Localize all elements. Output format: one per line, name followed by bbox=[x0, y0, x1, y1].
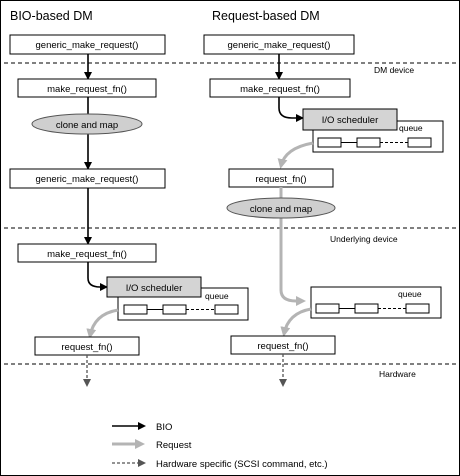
req-queue-bottom-label: queue bbox=[398, 289, 422, 299]
bio-queue-slot-2 bbox=[162, 304, 187, 315]
bio-queue-slot-3 bbox=[214, 304, 239, 315]
legend-hardware-label: Hardware specific (SCSI command, etc.) bbox=[156, 459, 328, 470]
req-queue-top-slot-1 bbox=[317, 137, 342, 148]
req-queue-bottom-slot-2 bbox=[354, 303, 379, 314]
req-request-arrow-2 bbox=[279, 187, 306, 306]
req-arrow-2 bbox=[278, 97, 304, 122]
legend-request-label: Request bbox=[156, 440, 192, 451]
req-clone-map-ellipse bbox=[226, 197, 336, 219]
header-bio-based: BIO-based DM bbox=[10, 9, 93, 23]
req-queue-bottom-slot-1 bbox=[315, 303, 340, 314]
layer-label-underlying-device: Underlying device bbox=[330, 234, 398, 244]
bio-arrow-4 bbox=[87, 262, 108, 291]
bio-queue-slot-1 bbox=[123, 304, 148, 315]
bio-mrf-top-label: make_request_fn() bbox=[47, 84, 127, 95]
req-mrf-top-label: make_request_fn() bbox=[240, 84, 320, 95]
bio-clone-map-ellipse bbox=[31, 113, 143, 135]
req-request-arrow-3 bbox=[280, 307, 312, 337]
req-queue-top-label: queue bbox=[399, 123, 423, 133]
bio-queue-label: queue bbox=[205, 291, 229, 301]
req-clone-map-label: clone and map bbox=[250, 204, 312, 215]
req-io-scheduler-box bbox=[302, 108, 398, 131]
bio-clone-map-label: clone and map bbox=[56, 120, 118, 131]
bio-mrf-bottom-label: make_request_fn() bbox=[47, 249, 127, 260]
req-mrf-top-box bbox=[209, 78, 351, 98]
bio-gmr-top-label: generic_make_request() bbox=[36, 40, 139, 51]
bio-mrf-top-box bbox=[17, 78, 157, 98]
layer-label-hardware: Hardware bbox=[379, 369, 416, 379]
req-queue-bottom-slot-3 bbox=[405, 303, 430, 314]
req-io-scheduler-label: I/O scheduler bbox=[322, 115, 379, 126]
layer-label-dm-device: DM device bbox=[374, 65, 414, 75]
bio-request-fn-label: request_fn() bbox=[61, 342, 112, 353]
bio-gmr-mid-label: generic_make_request() bbox=[36, 174, 139, 185]
req-queue-top-slot-3 bbox=[407, 137, 432, 148]
bio-io-scheduler-box bbox=[106, 276, 202, 298]
req-request-fn-bottom-label: request_fn() bbox=[257, 341, 308, 352]
req-request-fn-top-label: request_fn() bbox=[255, 174, 306, 185]
bio-mrf-bottom-box bbox=[17, 243, 157, 263]
req-gmr-top-label: generic_make_request() bbox=[228, 40, 331, 51]
req-request-arrow-1 bbox=[277, 141, 314, 169]
legend-bio-label: BIO bbox=[156, 422, 172, 433]
bio-io-scheduler-label: I/O scheduler bbox=[126, 283, 183, 294]
header-request-based: Request-based DM bbox=[212, 9, 320, 23]
bio-request-arrow bbox=[86, 308, 119, 339]
req-queue-top-slot-2 bbox=[356, 137, 381, 148]
